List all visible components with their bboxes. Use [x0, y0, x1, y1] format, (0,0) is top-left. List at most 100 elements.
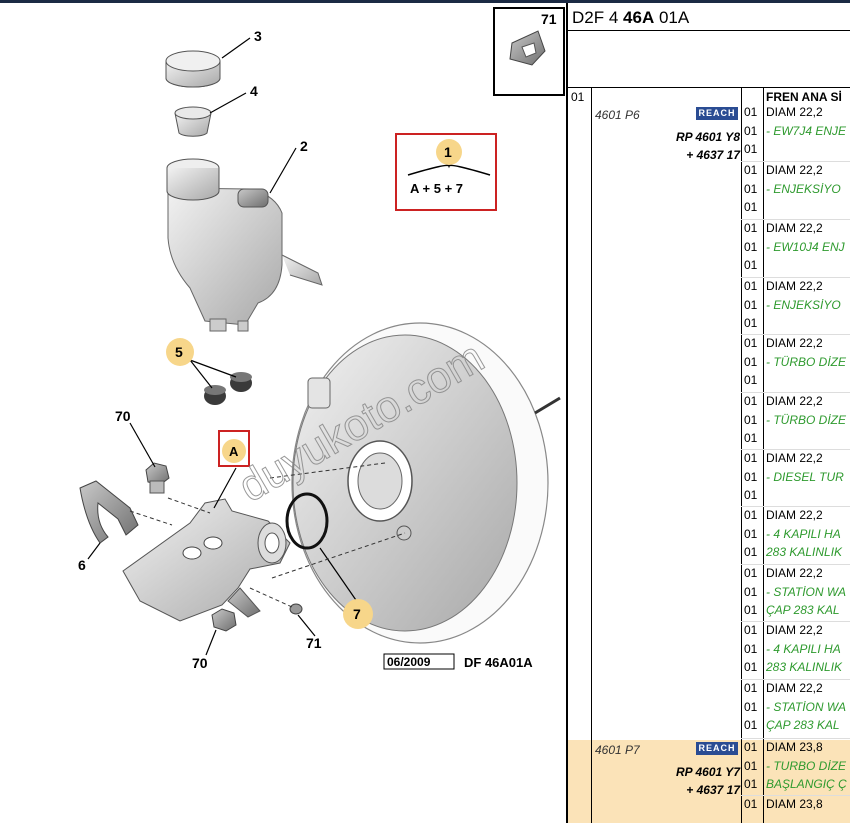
row-qty: 01	[744, 258, 758, 272]
header-description: FREN ANA Sİ	[766, 90, 842, 104]
top-bar	[0, 0, 850, 3]
row-description[interactable]: DIAM 22,2	[766, 221, 823, 235]
parts-table-panel: D2F 4 46A 01A 01 FREN ANA Sİ 4601 P6 REA…	[568, 3, 850, 823]
row-qty: 01	[744, 279, 758, 293]
row-description: - TURBO DİZE	[766, 758, 846, 773]
row-description: - TÜRBO DİZE	[766, 354, 846, 369]
group-separator	[741, 392, 850, 393]
washer-part[interactable]	[289, 603, 303, 615]
callout-7-bubble	[343, 599, 373, 629]
group-separator	[741, 564, 850, 565]
row-qty: 01	[744, 488, 758, 502]
row-description[interactable]: DIAM 22,2	[766, 508, 823, 522]
row-qty: 01	[744, 623, 758, 637]
callout-71-bottom: 71	[306, 635, 322, 651]
row-qty: 01	[744, 373, 758, 387]
row-qty: 01	[744, 566, 758, 580]
group2-ref[interactable]: 4601 P7	[595, 743, 640, 757]
group1-rp[interactable]: RP 4601 Y8	[675, 130, 740, 144]
row-description: - 4 KAPILI HA	[766, 526, 841, 541]
row-qty: 01	[744, 660, 758, 674]
row-qty: 01	[744, 718, 758, 732]
nut-part-bottom[interactable]	[211, 608, 237, 632]
row-qty: 01	[744, 584, 758, 599]
callout-4: 4	[250, 83, 258, 99]
row-qty: 01	[744, 777, 758, 791]
row-qty: 01	[744, 469, 758, 484]
row-qty: 01	[744, 758, 758, 773]
master-cylinder-part[interactable]	[122, 498, 291, 622]
row-description: - ENJEKSİYO	[766, 297, 841, 312]
row-qty: 01	[744, 526, 758, 541]
grommet-parts[interactable]	[204, 372, 252, 405]
row-description[interactable]: DIAM 22,2	[766, 394, 823, 408]
row-description: ÇAP 283 KAL	[766, 603, 840, 617]
row-qty: 01	[744, 451, 758, 465]
row-qty: 01	[744, 123, 758, 138]
group-separator	[741, 449, 850, 450]
row-qty: 01	[744, 545, 758, 559]
row-description: - ENJEKSİYO	[766, 181, 841, 196]
reservoir-cap-part[interactable]	[165, 50, 221, 88]
row-description[interactable]: DIAM 22,2	[766, 681, 823, 695]
group2-rp[interactable]: RP 4601 Y7	[675, 765, 740, 779]
row-qty: 01	[744, 641, 758, 656]
panel-divider	[566, 3, 568, 823]
group1-plus[interactable]: + 4637 17	[686, 148, 740, 162]
callout-71-thumb: 71	[541, 11, 557, 27]
callout-a-box	[218, 430, 250, 467]
part-71-thumbnail[interactable]	[493, 7, 565, 96]
svg-text:1: 1	[444, 144, 452, 160]
row-description: - EW7J4 ENJE	[766, 123, 847, 138]
callout-2: 2	[300, 138, 308, 154]
row-qty: 01	[744, 221, 758, 235]
row-qty: 01	[744, 508, 758, 522]
row-qty: 01	[744, 200, 758, 214]
callout-6: 6	[78, 557, 86, 573]
row-description[interactable]: DIAM 22,2	[766, 279, 823, 293]
row-description[interactable]: DIAM 22,2	[766, 105, 823, 119]
row-qty: 01	[744, 181, 758, 196]
diagram-code: DF 46A01A	[464, 655, 533, 670]
row-description: - TÜRBO DİZE	[766, 412, 846, 427]
callout-70-bottom: 70	[192, 655, 208, 671]
row-qty: 01	[744, 412, 758, 427]
filter-part[interactable]	[174, 106, 212, 137]
row-description[interactable]: DIAM 22,2	[766, 623, 823, 637]
row-description: - 4 KAPILI HA	[766, 641, 841, 656]
row-description: ÇAP 283 KAL	[766, 718, 840, 732]
row-description: 283 KALINLIK	[766, 545, 843, 559]
row-description[interactable]: DIAM 23,8	[766, 740, 823, 754]
row-description[interactable]: DIAM 22,2	[766, 336, 823, 350]
row-qty: 01	[744, 603, 758, 617]
group-separator	[741, 334, 850, 335]
brake-booster[interactable]	[291, 322, 561, 644]
row-qty: 01	[744, 297, 758, 312]
nut-part-top[interactable]	[145, 462, 170, 494]
callout-a: A	[229, 444, 239, 459]
row-qty: 01	[744, 354, 758, 369]
row-qty: 01	[744, 336, 758, 350]
group-separator	[741, 679, 850, 680]
row-description[interactable]: DIAM 22,2	[766, 163, 823, 177]
fluid-reservoir-part[interactable]	[166, 158, 323, 332]
diagram-date: 06/2009	[387, 655, 431, 669]
group-separator	[741, 277, 850, 278]
group1-ref[interactable]: 4601 P6	[595, 108, 640, 122]
clip-bracket-part[interactable]	[79, 480, 139, 544]
row-qty: 01	[744, 740, 758, 754]
o-ring-part[interactable]	[285, 492, 329, 550]
group-separator	[741, 161, 850, 162]
row-description[interactable]: DIAM 22,2	[766, 451, 823, 465]
row-qty: 01	[744, 699, 758, 714]
group2-plus[interactable]: + 4637 17	[686, 783, 740, 797]
row-description[interactable]: DIAM 23,8	[766, 797, 823, 811]
row-description: 283 KALINLIK	[766, 660, 843, 674]
group2-reach-badge: REACH	[696, 742, 738, 755]
group-separator	[741, 506, 850, 507]
svg-text:A + 5 + 7: A + 5 + 7	[410, 181, 463, 196]
row-description: BAŞLANGIÇ Ç	[766, 777, 847, 791]
group-legend: 1 A + 5 + 7	[395, 133, 497, 211]
row-description[interactable]: DIAM 22,2	[766, 566, 823, 580]
group-separator	[741, 738, 850, 739]
